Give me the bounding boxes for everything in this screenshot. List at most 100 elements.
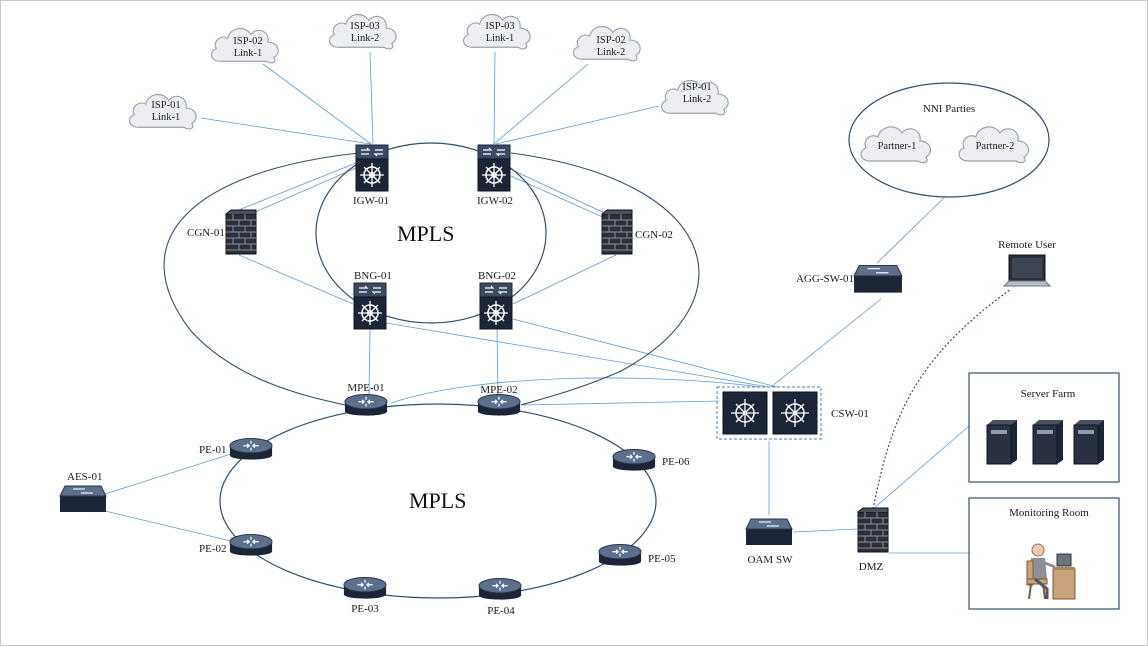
link-isp03l1-igw02 [493,51,496,145]
laptop-icon [1003,254,1051,287]
cloud-line2: Link-2 [351,33,380,44]
cloud-line2: Link-1 [234,48,263,59]
operator-desk-icon [1026,543,1076,600]
link-bng02-mpe02 [496,328,499,397]
pe-05[interactable]: PE-05 [598,543,676,567]
core-switch-icon-arrows [781,399,809,427]
cgn-02[interactable]: CGN-02 [601,209,673,255]
router-icon [229,437,273,461]
link-igw01-cgn01 [245,167,357,217]
nni-boundary [848,82,1050,198]
aes-01[interactable]: AES-01 [59,471,107,513]
pe-03-label: PE-03 [351,603,379,615]
switch-icon [745,518,793,546]
bng-02[interactable]: BNG-02 [478,270,516,330]
firewall-icon [857,507,889,553]
server-icon [986,419,1018,465]
link-oamsw-dmz [792,528,858,533]
aes-01-label: AES-01 [67,471,102,483]
mpe-01-label: MPE-01 [347,382,384,394]
mpe-02-label: MPE-02 [480,384,517,396]
cloud-line1: ISP-03 [485,21,514,32]
isp-cloud: ISP-03 Link-2 [328,13,397,50]
cgn-01[interactable]: CGN-01 [187,209,257,255]
mpls-core-ring [315,142,547,324]
monitoring-room-label: Monitoring Room [1009,507,1089,519]
router-icon [344,393,388,417]
mpls-access-ring [219,403,657,599]
monitoring-room[interactable]: Monitoring Room [968,497,1120,610]
mpe-01[interactable]: MPE-01 [344,382,388,417]
router-icon [477,393,521,417]
firewall-icon [225,209,257,255]
links [104,51,970,554]
server-icon [1073,419,1105,465]
nni-parties-group: NNI Parties Partner-1 Partner-2 [848,82,1050,198]
link-bng01-mpe01 [368,328,371,397]
link-isp03l2-igw01 [369,51,374,145]
mpls-top-label: MPLS [397,221,454,246]
pe-05-label: PE-05 [648,553,676,565]
remote-user-label: Remote User [998,239,1056,251]
router-icon [477,144,511,192]
partner-2-label: Partner-2 [976,141,1015,152]
link-csw01-aggsw01 [770,298,882,388]
isp-cloud: ISP-03 Link-1 [462,13,531,50]
cgn-02-label: CGN-02 [635,229,673,241]
pe-03[interactable]: PE-03 [343,576,387,615]
cloud-line2: Link-2 [683,94,712,105]
dmz-label: DMZ [859,561,884,573]
pe-06[interactable]: PE-06 [612,448,690,472]
cloud-line1: ISP-01 [151,100,180,111]
server-farm[interactable]: Server Farm [968,372,1120,483]
link-cgn01-bng01 [238,254,354,305]
cloud-line2: Link-2 [597,47,626,58]
bng-01[interactable]: BNG-01 [353,270,392,330]
link-bng02-csw01 [512,318,778,388]
bng-01-label: BNG-01 [354,270,392,282]
dmz[interactable]: DMZ [857,507,889,573]
pe-02-label: PE-02 [199,543,227,555]
router-icon [598,543,642,567]
csw-01[interactable]: CSW-01 [716,386,869,440]
core-switch-icon-arrows [731,399,759,427]
igw-01-label: IGW-01 [353,195,389,207]
link-isp01l1-igw01 [200,117,372,145]
router-icon [612,448,656,472]
link-mpe02-csw01 [522,400,720,406]
cloud-line2: Link-1 [152,112,181,123]
isp-cloud: ISP-01 Link-1 [128,93,197,130]
router-icon [353,282,387,330]
isp-cloud: ISP-01 Link-2 [660,79,729,116]
link-igw02-mpe02 [510,152,700,406]
switch-icon [59,485,107,513]
igw-02[interactable]: IGW-02 [477,144,513,207]
oam-sw[interactable]: OAM SW [745,518,794,566]
pe-06-label: PE-06 [662,456,690,468]
agg-sw-01[interactable]: AGG-SW-01 [796,264,903,294]
cloud-line1: ISP-03 [350,21,379,32]
link-mpe01-csw01 [390,377,762,404]
remote-user[interactable]: Remote User [998,239,1056,287]
link-igw01-cgn01-b [230,160,362,214]
link-igw01-mpe01 [163,152,360,406]
cloud-line1: ISP-02 [596,35,625,46]
pe-04[interactable]: PE-04 [478,577,522,617]
mpe-02[interactable]: MPE-02 [477,384,521,417]
nni-title: NNI Parties [923,103,975,115]
isp-cloud: ISP-02 Link-1 [210,27,279,64]
link-igw02-cgn02 [507,167,612,217]
pe-01[interactable]: PE-01 [199,437,273,461]
igw-01[interactable]: IGW-01 [353,144,389,207]
agg-sw-01-label: AGG-SW-01 [796,273,854,285]
cloud-line1: ISP-02 [233,36,262,47]
pe-04-label: PE-04 [487,605,515,617]
link-bng01-csw01 [385,322,770,388]
pe-01-label: PE-01 [199,444,227,456]
pe-02[interactable]: PE-02 [199,533,273,557]
link-isp01l2-igw02 [495,105,660,145]
igw-02-label: IGW-02 [477,195,513,207]
oam-sw-label: OAM SW [748,554,794,566]
link-aggsw01-nni [876,192,950,264]
